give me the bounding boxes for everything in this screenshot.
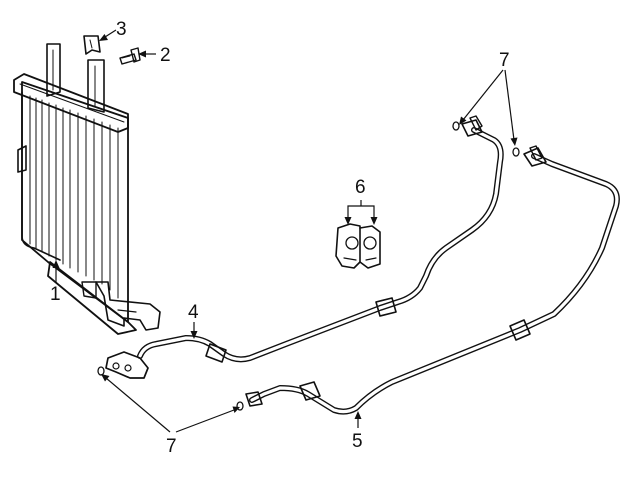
o-ring-upper-right xyxy=(512,147,520,157)
callout-1: 1 xyxy=(50,284,61,305)
cooler-line-lower xyxy=(245,145,620,415)
callout-5: 5 xyxy=(352,431,363,452)
o-ring-lower-right xyxy=(236,401,244,411)
o-ring-upper-left xyxy=(452,121,460,131)
callout-7-bottom: 7 xyxy=(166,436,177,457)
o-ring-lower-left xyxy=(97,366,105,376)
callout-2: 2 xyxy=(160,45,171,66)
bolt xyxy=(119,47,141,65)
callout-4: 4 xyxy=(188,302,199,323)
cooler-line-upper xyxy=(105,115,504,379)
hose-clamp xyxy=(335,223,381,269)
oil-cooler xyxy=(13,43,161,335)
clip xyxy=(83,35,101,55)
leader-lines xyxy=(52,29,518,433)
callout-3: 3 xyxy=(116,19,127,40)
callout-labels: 1 2 3 4 5 6 7 7 xyxy=(50,19,510,457)
o-rings xyxy=(97,121,520,411)
callout-6: 6 xyxy=(355,177,366,198)
callout-7-top: 7 xyxy=(499,50,510,71)
